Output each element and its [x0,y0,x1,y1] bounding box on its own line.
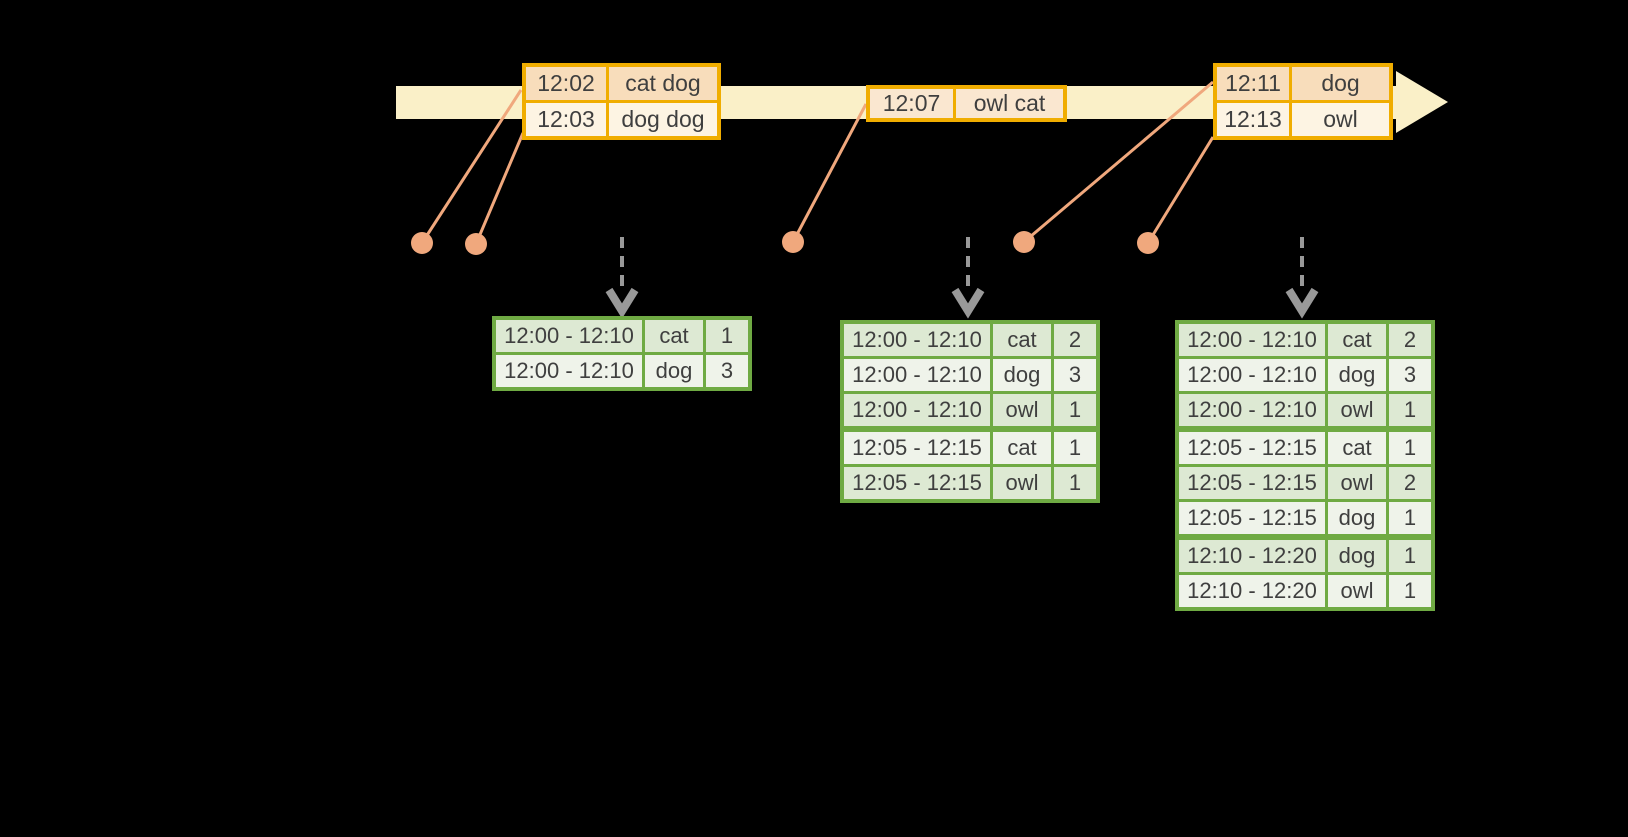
window-cell: 12:05 - 12:15 [840,465,992,501]
window-cell: 12:00 - 12:10 [840,392,992,429]
event-dot [1137,232,1159,254]
result-table-1: 12:00 - 12:10 cat 1 12:00 - 12:10 dog 3 [492,316,752,391]
window-cell: 12:10 - 12:20 [1175,537,1327,574]
count-cell: 1 [1386,500,1433,537]
result-row: 12:00 - 12:10 dog 3 [1175,357,1433,393]
word-cell: cat [642,318,705,354]
event-table-1: 12:02 cat dog 12:03 dog dog [522,63,721,140]
word-cell: owl [990,392,1053,429]
result-row: 12:05 - 12:15 owl 2 [1175,465,1433,501]
count-cell: 1 [1386,429,1433,466]
dashed-arrowhead-icon [605,287,639,319]
count-cell: 1 [1051,429,1098,466]
word-cell: dog [1325,537,1388,574]
count-cell: 2 [1051,322,1098,358]
word-cell: dog [642,353,705,389]
event-time-cell: 12:03 [526,103,606,136]
result-table-3: 12:00 - 12:10 cat 2 12:00 - 12:10 dog 3 … [1175,320,1435,611]
count-cell: 3 [703,353,750,389]
event-row: 12:02 cat dog [526,67,717,100]
result-row: 12:00 - 12:10 dog 3 [492,353,750,389]
word-cell: dog [1325,357,1388,393]
word-cell: owl [1325,392,1388,429]
connector-line [1023,80,1214,244]
event-time-cell: 12:02 [526,67,606,100]
result-row: 12:10 - 12:20 dog 1 [1175,537,1433,574]
dashed-arrowhead-icon [951,287,985,319]
event-dot [465,233,487,255]
event-time-cell: 12:13 [1217,103,1289,136]
window-cell: 12:05 - 12:15 [1175,465,1327,501]
count-cell: 3 [1051,357,1098,393]
window-cell: 12:05 - 12:15 [840,429,992,466]
count-cell: 1 [1386,537,1433,574]
word-cell: cat [990,429,1053,466]
window-cell: 12:05 - 12:15 [1175,429,1327,466]
window-cell: 12:00 - 12:10 [840,322,992,358]
count-cell: 1 [1051,465,1098,501]
result-row: 12:00 - 12:10 owl 1 [840,392,1098,429]
window-cell: 12:00 - 12:10 [1175,322,1327,358]
result-row: 12:05 - 12:15 dog 1 [1175,500,1433,537]
window-cell: 12:00 - 12:10 [1175,392,1327,429]
event-dot [782,231,804,253]
window-cell: 12:00 - 12:10 [1175,357,1327,393]
connector-line [420,89,523,244]
count-cell: 2 [1386,322,1433,358]
count-cell: 2 [1386,465,1433,501]
word-cell: cat [1325,322,1388,358]
window-cell: 12:10 - 12:20 [1175,573,1327,609]
window-cell: 12:00 - 12:10 [492,353,644,389]
result-row: 12:10 - 12:20 owl 1 [1175,573,1433,609]
word-cell: cat [990,322,1053,358]
result-row: 12:00 - 12:10 cat 2 [840,322,1098,358]
count-cell: 1 [703,318,750,354]
event-row: 12:03 dog dog [526,103,717,136]
event-words-cell: owl cat [956,89,1063,118]
word-cell: cat [1325,429,1388,466]
result-row: 12:00 - 12:10 cat 1 [492,318,750,354]
word-cell: owl [1325,573,1388,609]
window-cell: 12:00 - 12:10 [492,318,644,354]
result-row: 12:05 - 12:15 owl 1 [840,465,1098,501]
word-cell: owl [990,465,1053,501]
result-row: 12:00 - 12:10 owl 1 [1175,392,1433,429]
result-table-2: 12:00 - 12:10 cat 2 12:00 - 12:10 dog 3 … [840,320,1100,503]
window-cell: 12:00 - 12:10 [840,357,992,393]
connector-line [1146,136,1215,244]
result-row: 12:00 - 12:10 dog 3 [840,357,1098,393]
count-cell: 1 [1051,392,1098,429]
timeline-arrowhead-icon [1396,71,1448,133]
event-words-cell: dog dog [609,103,717,136]
connector-line [791,103,868,243]
event-table-2: 12:07 owl cat [866,85,1067,122]
event-words-cell: cat dog [609,67,717,100]
event-row: 12:13 owl [1217,103,1389,136]
count-cell: 1 [1386,573,1433,609]
result-row: 12:05 - 12:15 cat 1 [1175,429,1433,466]
event-dot [411,232,433,254]
word-cell: owl [1325,465,1388,501]
dashed-arrowhead-icon [1285,287,1319,319]
event-time-cell: 12:07 [870,89,953,118]
event-words-cell: owl [1292,103,1389,136]
event-row: 12:07 owl cat [870,89,1063,118]
event-table-3: 12:11 dog 12:13 owl [1213,63,1393,140]
event-time-cell: 12:11 [1217,67,1289,100]
window-cell: 12:05 - 12:15 [1175,500,1327,537]
event-row: 12:11 dog [1217,67,1389,100]
word-cell: dog [1325,500,1388,537]
result-row: 12:00 - 12:10 cat 2 [1175,322,1433,358]
connector-line [474,132,525,245]
event-dot [1013,231,1035,253]
result-row: 12:05 - 12:15 cat 1 [840,429,1098,466]
event-words-cell: dog [1292,67,1389,100]
count-cell: 3 [1386,357,1433,393]
word-cell: dog [990,357,1053,393]
count-cell: 1 [1386,392,1433,429]
